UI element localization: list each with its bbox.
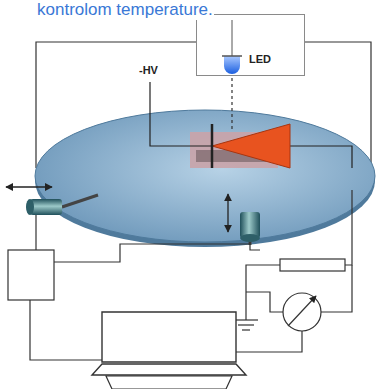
resistor-symbol bbox=[280, 259, 345, 271]
diode-symbol bbox=[211, 124, 214, 168]
light-beam bbox=[231, 78, 232, 130]
controller-box bbox=[8, 250, 54, 300]
led-symbol bbox=[232, 20, 233, 56]
ammeter-symbol bbox=[283, 293, 321, 331]
ammeter-symbol bbox=[288, 296, 316, 326]
rotating-disk bbox=[35, 110, 375, 242]
wire bbox=[236, 331, 302, 352]
wire bbox=[246, 292, 283, 312]
caption-fragment: kontrolom temperature. bbox=[36, 0, 214, 20]
wire bbox=[150, 82, 352, 168]
motor-symbol bbox=[26, 199, 34, 215]
ground-symbol bbox=[238, 324, 254, 325]
wire bbox=[250, 242, 260, 250]
diode-symbol bbox=[212, 124, 290, 168]
computer-monitor bbox=[102, 312, 236, 362]
computer-base bbox=[106, 376, 232, 389]
led-symbol bbox=[224, 56, 240, 74]
wire bbox=[54, 244, 250, 262]
wire bbox=[30, 300, 102, 360]
ground-symbol bbox=[242, 329, 250, 330]
voltage-label: -HV bbox=[138, 64, 159, 76]
wire bbox=[345, 190, 352, 265]
motor-shaft bbox=[62, 195, 98, 207]
wire bbox=[321, 265, 352, 312]
led-housing: LED bbox=[196, 14, 305, 76]
motion-arrow bbox=[227, 194, 228, 232]
motor-symbol bbox=[240, 234, 260, 242]
wire bbox=[35, 215, 36, 250]
motion-arrow bbox=[6, 186, 52, 187]
ground-symbol bbox=[234, 319, 258, 320]
motor-symbol bbox=[30, 199, 62, 215]
computer-keyboard bbox=[92, 364, 246, 375]
component-label: LED bbox=[249, 53, 271, 65]
